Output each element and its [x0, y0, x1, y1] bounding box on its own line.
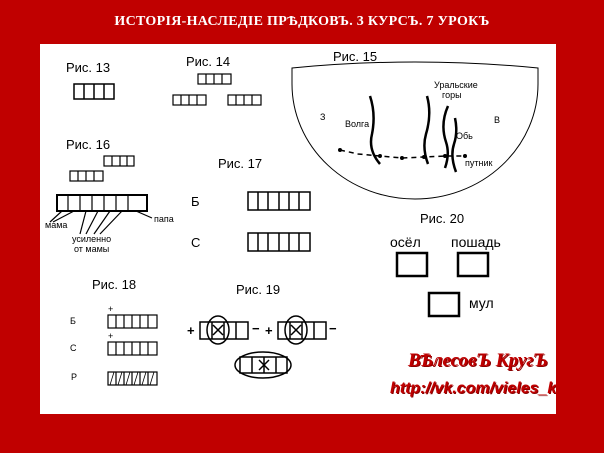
fig16-amplified-label-2: от мамы: [74, 244, 110, 254]
fig16-caption: Рис. 16: [66, 137, 111, 152]
fig17-caption: Рис. 17: [218, 156, 263, 171]
figures-canvas: [49, 61, 539, 386]
fig20-horse-label: пошадь: [451, 234, 501, 250]
fig18-hatching: [109, 371, 155, 386]
fig17-c-label: С: [191, 235, 201, 250]
fig20-boxes: [395, 251, 490, 318]
fig19-caption: Рис. 19: [236, 282, 281, 297]
slide-title: ИСТОРІЯ-НАСЛЕДІЕ ПРѢДКОВЪ. 3 КУРСЪ. 7 УР…: [114, 14, 490, 29]
fig18-plus-b: +: [108, 304, 114, 314]
fig15-route-dots: [338, 148, 467, 160]
fig18-r-label: Р: [71, 372, 78, 382]
fig14-cells: [172, 73, 262, 106]
map-volga-label: Волга: [345, 119, 370, 129]
fig17-b-label: Б: [191, 194, 200, 209]
fig16-dad-label: папа: [154, 214, 174, 224]
fig15-caption: Рис. 15: [333, 49, 378, 64]
fig19-minus-right: −: [329, 321, 337, 336]
fig19-minus-left: −: [252, 321, 260, 336]
map-ural-label-2: горы: [442, 90, 462, 100]
fig15-map: [291, 61, 539, 200]
fig18-b-label: Б: [70, 316, 76, 326]
fig13-cells: [73, 83, 115, 100]
fig18-cells: [107, 314, 158, 386]
fig17-cells: [247, 191, 311, 252]
fig20-caption: Рис. 20: [420, 211, 465, 226]
fig20-mule-label: мул: [469, 295, 494, 311]
map-east-label: В: [494, 115, 501, 125]
fig18-plus-c: +: [108, 331, 114, 341]
fig18-caption: Рис. 18: [92, 277, 137, 292]
map-traveler-label: путник: [465, 158, 493, 168]
fig13-caption: Рис. 13: [66, 60, 111, 75]
fig20-donkey-label: осёл: [390, 234, 421, 250]
brand-url[interactable]: http://vk.com/vieles_krug: [390, 380, 556, 397]
fig18-c-label: С: [70, 343, 77, 353]
fig19-plus-right: +: [265, 323, 273, 338]
fig16-mom-label: мама: [45, 220, 68, 230]
brand-name: ВѢлесовЪ КругЪ: [408, 350, 548, 371]
fig19-plus-left: +: [187, 323, 195, 338]
fig19-diagram: [199, 315, 327, 379]
map-ural-label-1: Уральские: [434, 80, 478, 90]
content-panel: Рис. 13 Рис. 14 Рис. 15 Рис. 16 Рис. 17 …: [40, 44, 556, 414]
fig16-amplified-label-1: усиленно: [72, 234, 112, 244]
fig14-caption: Рис. 14: [186, 54, 231, 69]
map-west-label: З: [320, 112, 326, 122]
fig16-diagram: [49, 155, 153, 235]
map-ob-label: Обь: [456, 131, 473, 141]
